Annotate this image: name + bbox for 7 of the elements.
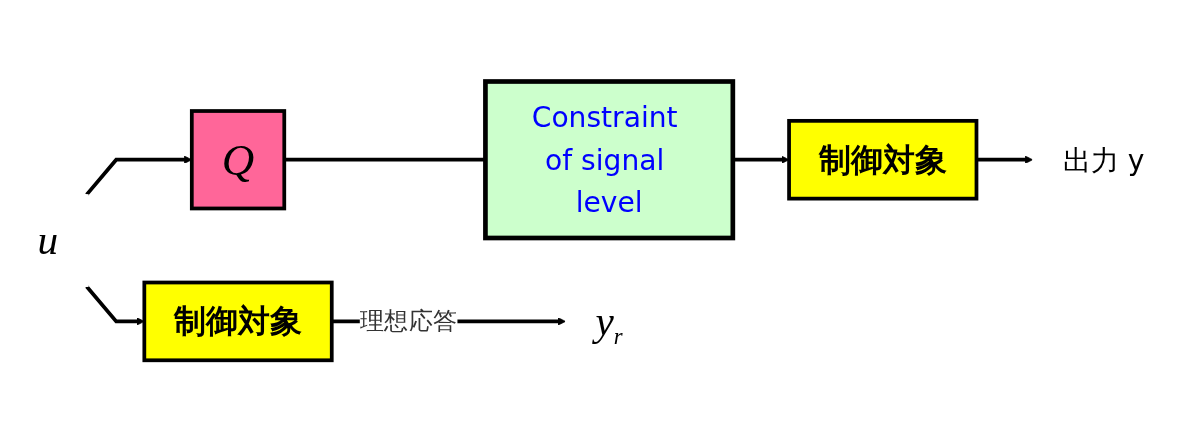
node-text: 出力 y	[1062, 142, 1145, 176]
node-box: Q	[189, 108, 287, 210]
node-box: Constraint of signal level	[483, 78, 736, 240]
edge-label: 理想応答	[359, 306, 458, 335]
node-text: u	[37, 216, 59, 263]
node-box: 制御対象	[142, 280, 334, 362]
node-box: 制御対象	[787, 118, 979, 201]
